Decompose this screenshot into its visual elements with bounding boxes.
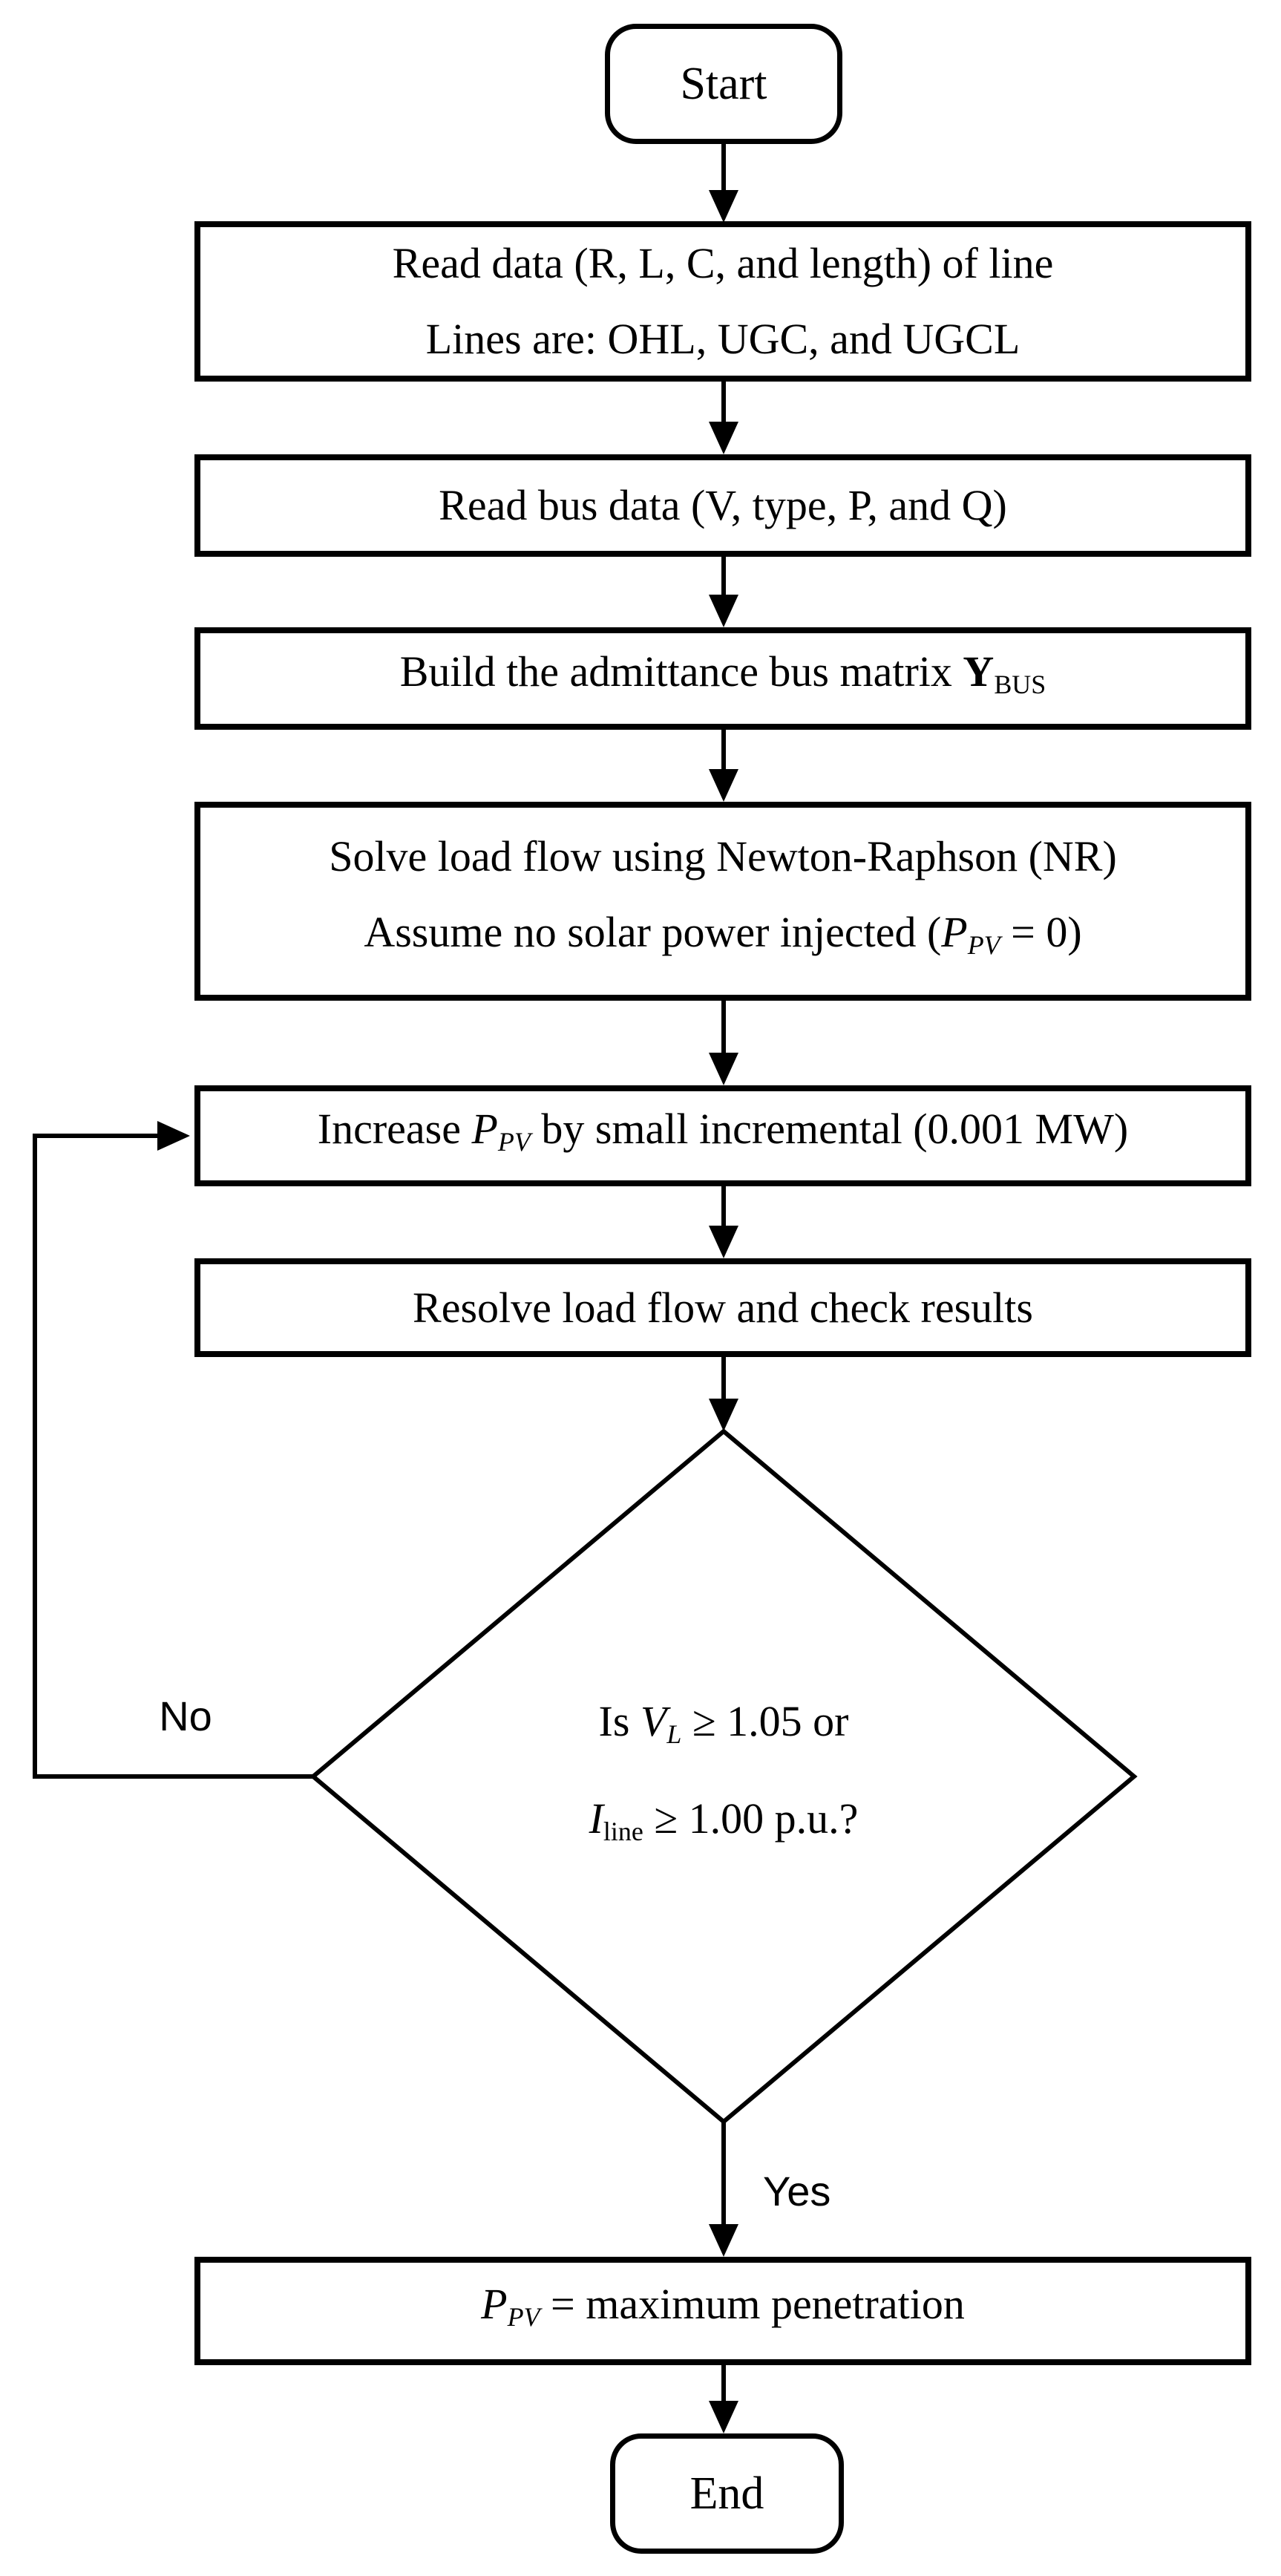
edge-label-yes: Yes — [763, 2168, 831, 2214]
node-read-bus-data: Read bus data (V, type, P, and Q) — [194, 454, 1251, 557]
node-solve-load-flow: Solve load flow using Newton-Raphson (NR… — [194, 802, 1251, 1001]
node-start-label: Start — [680, 59, 767, 109]
arrow-yes-to-max-penetration — [709, 2122, 738, 2257]
node-max-penetration: PPV = maximum penetration — [194, 2257, 1251, 2365]
node-resolve-load-flow: Resolve load flow and check results — [194, 1258, 1251, 1357]
arrow-max-penetration-to-end — [709, 2365, 738, 2433]
edge-label-no: No — [159, 1693, 212, 1739]
node-end-label: End — [689, 2468, 764, 2519]
arrow-read-bus-to-build-ybus — [709, 557, 738, 627]
node-end: End — [610, 2433, 844, 2554]
node-start: Start — [605, 24, 842, 144]
loop-no-back-to-increase — [33, 1121, 313, 1779]
node-build-ybus: Build the admittance bus matrix YBUS — [194, 627, 1251, 730]
arrow-build-ybus-to-solve — [709, 730, 738, 802]
arrow-read-line-to-read-bus — [709, 382, 738, 454]
arrow-increase-to-resolve — [709, 1186, 738, 1258]
node-increase-ppv: Increase PPV by small incremental (0.001… — [194, 1085, 1251, 1186]
arrow-resolve-to-decision — [709, 1357, 738, 1431]
arrow-start-to-read-line-data — [709, 144, 738, 223]
arrow-solve-to-increase — [709, 1001, 738, 1085]
